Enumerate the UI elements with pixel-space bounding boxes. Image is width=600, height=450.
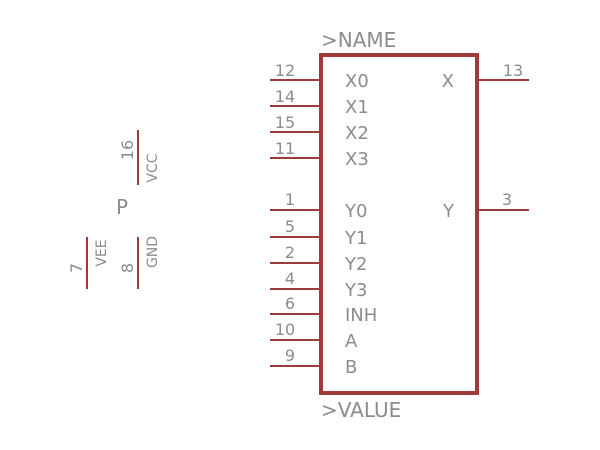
pin-number: 13 bbox=[503, 61, 523, 80]
pin-number: 14 bbox=[275, 87, 295, 106]
power-pin-vcc: 16 VCC bbox=[118, 130, 161, 185]
pin-number: 12 bbox=[275, 61, 295, 80]
pin-name: VCC bbox=[145, 153, 161, 182]
left-pin-y1: 5 Y1 bbox=[270, 217, 367, 249]
pin-name: Y bbox=[442, 201, 455, 222]
pin-name: X0 bbox=[345, 71, 369, 92]
pin-name: X3 bbox=[345, 149, 369, 170]
left-pin-b: 9 B bbox=[270, 346, 357, 378]
pin-number: 8 bbox=[118, 263, 137, 273]
name-label: >NAME bbox=[321, 28, 396, 52]
pin-number: 5 bbox=[285, 217, 295, 236]
pin-name: X bbox=[442, 71, 454, 92]
pin-name: Y3 bbox=[344, 280, 367, 301]
pin-name: VEE bbox=[94, 239, 110, 266]
pin-name: GND bbox=[145, 236, 161, 268]
pin-number: 4 bbox=[285, 269, 295, 288]
left-pin-x2: 15 X2 bbox=[270, 113, 369, 144]
left-pin-x3: 11 X3 bbox=[270, 139, 369, 170]
pin-name: A bbox=[345, 331, 358, 352]
power-pin-gnd: 8 GND bbox=[118, 236, 161, 289]
pin-name: Y1 bbox=[344, 228, 367, 249]
left-pin-x1: 14 X1 bbox=[270, 87, 369, 118]
pin-number: 3 bbox=[502, 190, 512, 209]
pin-number: 15 bbox=[275, 113, 295, 132]
left-pin-y3: 4 Y3 bbox=[270, 269, 367, 301]
pin-name: Y2 bbox=[344, 254, 367, 275]
left-pin-a: 10 A bbox=[270, 320, 358, 352]
value-label: >VALUE bbox=[321, 398, 401, 422]
pin-number: 2 bbox=[285, 243, 295, 262]
pin-number: 16 bbox=[118, 140, 137, 160]
symbol-main: >NAME >VALUE 12 X0 14 X1 15 X2 11 X3 1 Y… bbox=[270, 28, 529, 422]
right-pin-x: 13 X bbox=[442, 61, 529, 92]
power-pin-vee: 7 VEE bbox=[67, 237, 110, 289]
pin-number: 9 bbox=[285, 346, 295, 365]
pin-number: 1 bbox=[285, 190, 295, 209]
pin-number: 6 bbox=[285, 294, 295, 313]
pin-name: INH bbox=[345, 305, 377, 326]
pin-number: 11 bbox=[275, 139, 295, 158]
pin-name: X2 bbox=[345, 123, 369, 144]
right-pin-y: 3 Y bbox=[442, 190, 529, 222]
left-pin-y2: 2 Y2 bbox=[270, 243, 367, 275]
left-pin-y0: 1 Y0 bbox=[270, 190, 367, 222]
power-part-label: P bbox=[116, 195, 128, 219]
pin-name: B bbox=[345, 357, 357, 378]
pin-name: X1 bbox=[345, 97, 369, 118]
pin-number: 10 bbox=[275, 320, 295, 339]
left-pin-x0: 12 X0 bbox=[270, 61, 369, 92]
pin-number: 7 bbox=[67, 263, 86, 273]
left-pin-inh: 6 INH bbox=[270, 294, 377, 326]
symbol-body bbox=[319, 53, 479, 395]
pin-name: Y0 bbox=[344, 201, 367, 222]
symbol-power: P 16 VCC 7 VEE 8 GND bbox=[67, 130, 161, 289]
